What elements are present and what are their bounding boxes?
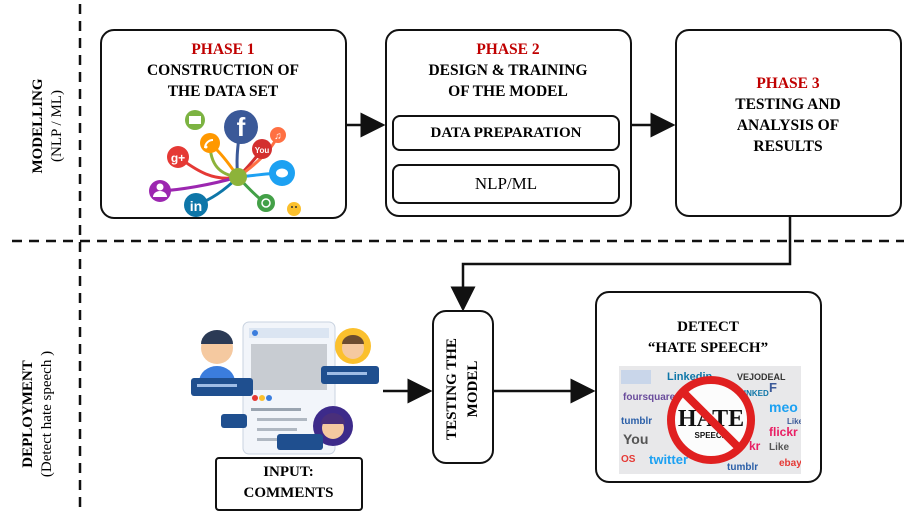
testing-line1: TESTING THE (444, 338, 460, 440)
collage-word-12: F (769, 380, 777, 395)
linkedin-icon: in (184, 193, 208, 217)
collage-word-7: Like (769, 442, 789, 453)
whatsapp-icon (257, 194, 275, 212)
collage-word-9: flickr (769, 425, 798, 439)
collage-word-2: VEJODEAL (737, 372, 786, 382)
phase2-line2: OF THE MODEL (448, 83, 568, 100)
comments-illustration (191, 321, 379, 455)
phase2-text: PHASE 2 DESIGN & TRAINING OF THE MODEL (387, 39, 629, 102)
hub-node (229, 168, 247, 186)
music-icon: ♫ (270, 127, 286, 143)
collage-word-10: tumblr (727, 462, 758, 473)
phase2-heading: PHASE 2 (476, 41, 540, 58)
facebook-icon: f (224, 110, 258, 144)
reaction-icons (252, 395, 272, 401)
deployment-title: DEPLOYMENT (20, 360, 36, 468)
input-text: INPUT: COMMENTS (217, 462, 360, 504)
nlp-ml-label: NLP/ML (474, 174, 538, 193)
user-icon (149, 180, 171, 202)
phase3-line3: RESULTS (753, 138, 823, 155)
avatar-right-bottom (313, 406, 353, 446)
svg-text:f: f (237, 112, 246, 142)
twitter-icon (269, 160, 295, 186)
smiley-icon (287, 202, 301, 216)
comment-bubble-bottom (277, 434, 323, 450)
testing-line2: MODEL (465, 360, 481, 418)
deployment-label: DEPLOYMENT (Detect hate speech ) (19, 314, 61, 514)
phase1-line1: CONSTRUCTION OF (146, 62, 299, 79)
rss-icon (200, 133, 220, 153)
detect-line2: “HATE SPEECH” (647, 340, 769, 356)
phase2-box: PHASE 2 DESIGN & TRAINING OF THE MODEL D… (385, 29, 632, 217)
modelling-subtitle: (NLP / ML) (49, 90, 65, 162)
collage-word-8: OS (621, 454, 636, 465)
deployment-subtitle: (Detect hate speech ) (39, 350, 55, 478)
collage-word-14: kr (749, 439, 761, 453)
phase3-text: PHASE 3 TESTING AND ANALYSIS OF RESULTS (677, 73, 899, 157)
youtube-icon: You (252, 139, 272, 159)
phase1-heading: PHASE 1 (191, 41, 255, 58)
collage-word-15: Like (787, 417, 801, 426)
svg-text:in: in (190, 198, 202, 214)
collage-word-4: You (623, 431, 648, 447)
modelling-title: MODELLING (30, 78, 46, 174)
google-plus-icon: g+ (167, 146, 189, 168)
collage-word-13: LINKED (739, 389, 769, 398)
nlp-ml-box: NLP/ML (392, 164, 620, 204)
input-line1: INPUT: (263, 464, 314, 480)
input-line2: COMMENTS (243, 485, 334, 501)
modelling-label: MODELLING (NLP / ML) (29, 36, 71, 216)
collage-word-1: foursquare (623, 392, 676, 403)
mail-icon (185, 110, 205, 130)
phase1-text: PHASE 1 CONSTRUCTION OF THE DATA SET (102, 39, 344, 102)
collage-word-11: ebay (779, 458, 801, 469)
testing-model-box: TESTING THE MODEL (432, 310, 494, 464)
detect-line1: DETECT (677, 319, 739, 335)
phase3-line2: ANALYSIS OF (736, 117, 840, 134)
phase3-line1: TESTING AND (735, 96, 841, 113)
avatar-left (199, 330, 235, 382)
svg-text:♫: ♫ (274, 131, 282, 142)
data-preparation-label: DATA PREPARATION (430, 124, 582, 141)
svg-text:g+: g+ (171, 151, 185, 165)
input-comments-box: INPUT: COMMENTS (215, 457, 363, 511)
hate-speech-collage: Linkedin foursquare VEJODEAL tumblr You … (619, 366, 801, 474)
arrow-phase3-to-testing (450, 217, 792, 312)
detect-hate-speech-box: DETECT “HATE SPEECH” Linkedin foursquare… (595, 291, 822, 483)
avatar-right-top (335, 328, 371, 364)
phase1-box: PHASE 1 CONSTRUCTION OF THE DATA SET f g… (100, 29, 347, 219)
phase2-line1: DESIGN & TRAINING (428, 62, 588, 79)
sign-word-speech: SPEECH (695, 431, 728, 440)
detect-text: DETECT “HATE SPEECH” (597, 317, 819, 359)
phase3-heading: PHASE 3 (756, 75, 820, 92)
testing-text: TESTING THE MODEL (442, 314, 484, 464)
prohibition-sign: HATE SPEECH (667, 376, 755, 464)
phase3-box: PHASE 3 TESTING AND ANALYSIS OF RESULTS (675, 29, 902, 217)
social-network-illustration: f g+ in You ♫ (149, 110, 301, 217)
collage-word-3: tumblr (621, 416, 652, 427)
collage-word-5: meo (769, 399, 798, 415)
data-preparation-box: DATA PREPARATION (392, 115, 620, 151)
phase1-line2: THE DATA SET (167, 83, 279, 100)
collage-word-6: twitter (649, 452, 688, 467)
svg-text:You: You (255, 146, 270, 155)
